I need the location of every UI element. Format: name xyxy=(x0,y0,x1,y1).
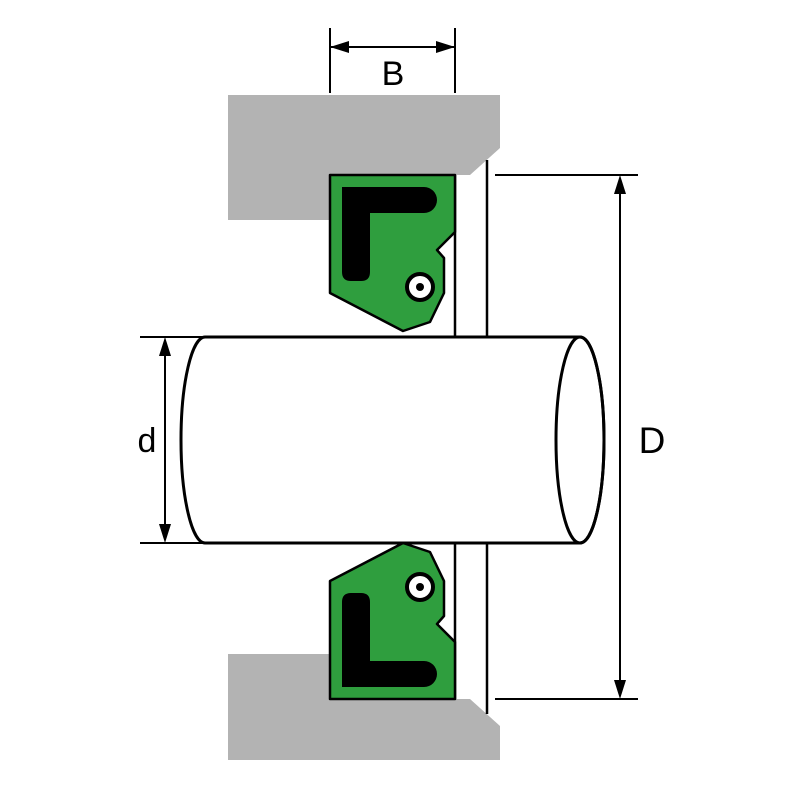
dim-d-arrowhead-top xyxy=(159,337,171,356)
seal-top-rubber-lip xyxy=(342,187,437,281)
dim-d-arrowhead-bottom xyxy=(159,524,171,543)
dim-b-arrowhead-right xyxy=(436,41,455,53)
dim-b-label: B xyxy=(382,55,405,93)
seal-bottom-rubber-lip xyxy=(342,593,437,687)
shaft-end-ellipse xyxy=(554,335,606,545)
dim-D-arrowhead-top xyxy=(614,175,626,194)
shaft-body xyxy=(179,335,606,545)
housing-bottom xyxy=(228,654,500,760)
dimension-B: B xyxy=(329,28,456,93)
housing-top xyxy=(228,95,500,220)
dimension-d: d xyxy=(138,336,204,544)
seal-top xyxy=(328,173,457,333)
dimension-D: D xyxy=(495,174,666,700)
garter-spring-bottom-center xyxy=(416,583,424,591)
seal-bottom xyxy=(328,541,457,701)
garter-spring-top-center xyxy=(416,283,424,291)
shaft xyxy=(179,335,606,545)
dim-d-label: d xyxy=(138,422,157,460)
dim-D-label: D xyxy=(639,420,666,461)
dim-D-arrowhead-bottom xyxy=(614,680,626,699)
dim-b-arrowhead-left xyxy=(330,41,349,53)
